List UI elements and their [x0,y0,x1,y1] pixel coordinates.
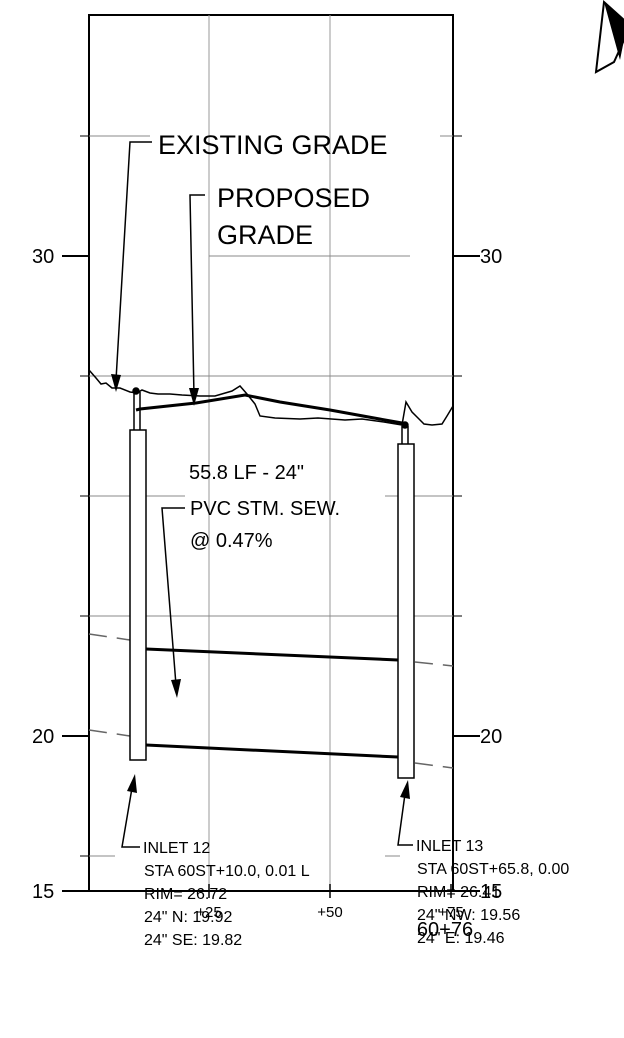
existing-grade-label: EXISTING GRADE [158,130,388,160]
inlet-13-invert-1: 24" NW: 19.56 [417,907,520,924]
station-tick-label-75: +75 [438,904,463,921]
proposed-grade-label-line2: GRADE [217,220,313,250]
elev-label-left-30: 30 [32,246,54,268]
pipe-callout-line3: @ 0.47% [190,530,273,552]
elev-label-left-20: 20 [32,726,54,748]
station-tick-label-25: +25 [196,904,221,921]
station-end-label: 60+76 [417,919,473,941]
inlet-13-rim: RIM= 26.41 [417,884,500,901]
arrowhead-icon [400,780,410,799]
dashed-pipe-extensions [88,633,454,769]
elevation-minor-ticks [80,135,462,857]
existing-grade-leader [115,141,152,381]
inlet-13-station: STA 60ST+65.8, 0.00 [417,861,569,878]
pipe-callout-leader [161,507,185,686]
inlet-12-invert-2: 24" SE: 19.82 [144,932,242,949]
arrowhead-icon [171,679,181,698]
inlet-12-rim: RIM= 26.72 [144,886,227,903]
inlet-12-invert-1: 24" N: 19.92 [144,909,233,926]
proposed-grade-label-line1: PROPOSED [217,183,370,213]
station-tick-label-50: +50 [317,904,342,921]
inlet-13-name: INLET 13 [416,838,483,855]
storm-sewer-pipe [145,647,399,759]
elev-label-right-20: 20 [480,726,502,748]
existing-grade-line [88,369,454,426]
proposed-grade-line [135,393,403,425]
inlet-12-station: STA 60ST+10.0, 0.01 L [144,863,310,880]
proposed-grade-leader [189,194,205,397]
inlet-13-leader [397,793,413,846]
elevation-ticks [62,255,480,892]
inlet-12-name: INLET 12 [143,840,210,857]
elev-label-left-15: 15 [32,881,54,903]
elev-label-right-30: 30 [480,246,502,268]
pipe-callout-line1: 55.8 LF - 24" [189,462,304,484]
arrowhead-icon [111,374,121,392]
inlet-12-leader [121,787,140,848]
pipe-callout-line2: PVC STM. SEW. [190,498,340,520]
inlet-13-structure [397,421,415,779]
station-ticks [208,884,452,898]
inlet-13-invert-2: 24" E: 19.46 [417,930,505,947]
arrowhead-icon [127,774,137,793]
elev-label-right-15: 15 [480,881,502,903]
north-arrow-icon [594,0,624,74]
inlet-12-structure [129,387,147,761]
horizontal-grid [89,135,453,857]
vertical-grid [208,15,331,891]
profile-frame [88,14,454,892]
arrowhead-icon [189,388,199,406]
